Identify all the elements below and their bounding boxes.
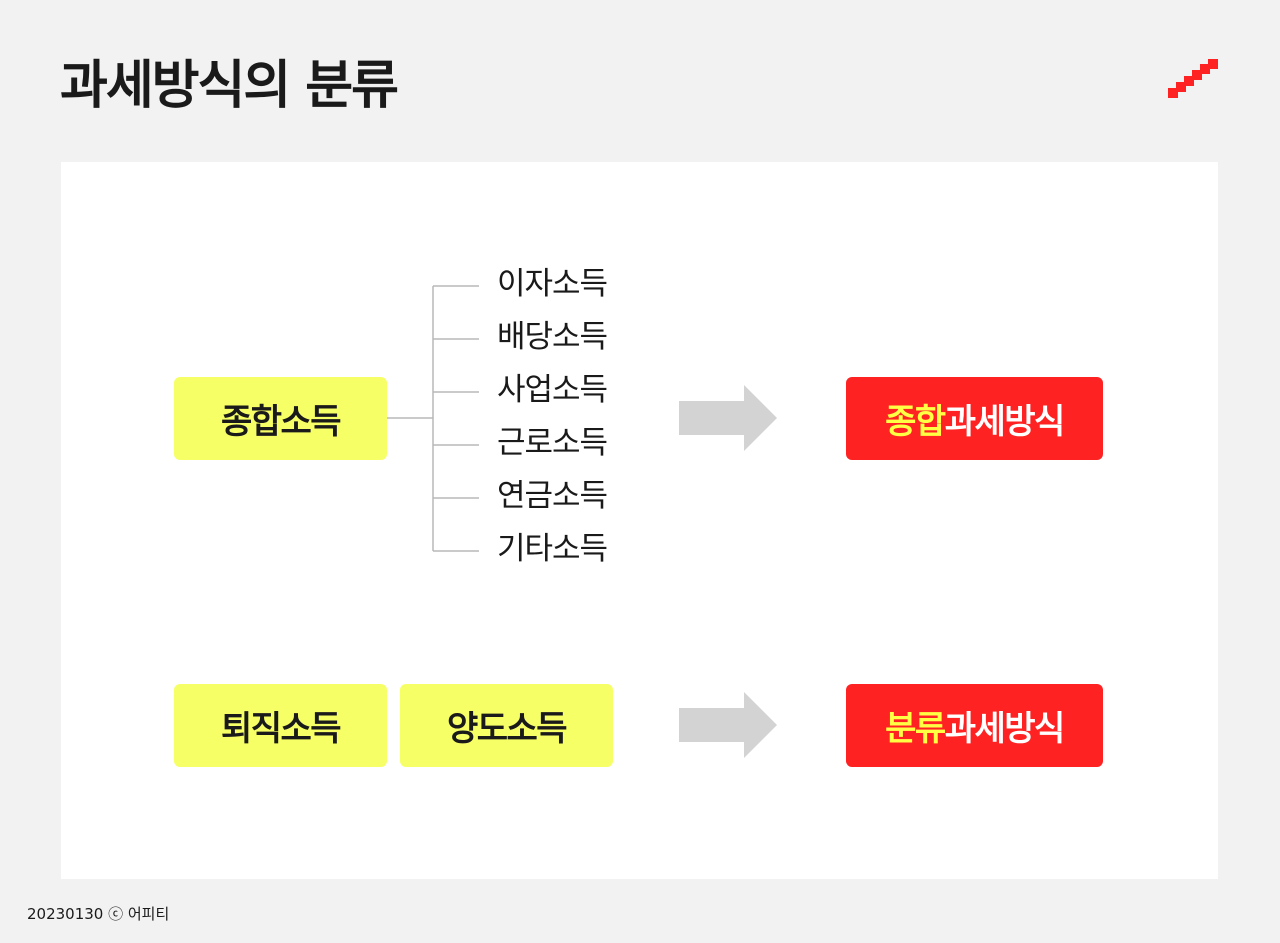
page-title: 과세방식의 분류 xyxy=(60,56,399,116)
result-highlight-text: 종합 xyxy=(885,402,946,442)
income-item: 기타소득 xyxy=(497,531,608,567)
source-box-transfer-income: 양도소득 xyxy=(400,684,613,767)
income-item: 사업소득 xyxy=(497,372,608,408)
source-box-label: 종합소득 xyxy=(220,402,342,442)
result-text: 과세방식 xyxy=(944,402,1066,442)
source-box-retirement-income: 퇴직소득 xyxy=(174,684,387,767)
source-box-label: 퇴직소득 xyxy=(220,709,342,749)
tree-connector-lines xyxy=(387,285,479,552)
income-item: 배당소득 xyxy=(497,319,608,355)
source-box-label: 양도소득 xyxy=(446,709,568,749)
footer-copyright: 20230130 ⓒ 어피티 xyxy=(27,905,170,923)
income-item: 이자소득 xyxy=(497,266,608,302)
result-highlight-text: 분류 xyxy=(885,709,946,749)
income-item: 근로소득 xyxy=(497,425,608,461)
staircase-logo-icon xyxy=(1168,59,1218,98)
result-text: 과세방식 xyxy=(944,709,1066,749)
source-box-comprehensive-income: 종합소득 xyxy=(174,377,387,460)
income-item: 연금소득 xyxy=(497,478,608,514)
right-arrow-icon xyxy=(679,692,777,758)
right-arrow-icon xyxy=(679,385,777,451)
